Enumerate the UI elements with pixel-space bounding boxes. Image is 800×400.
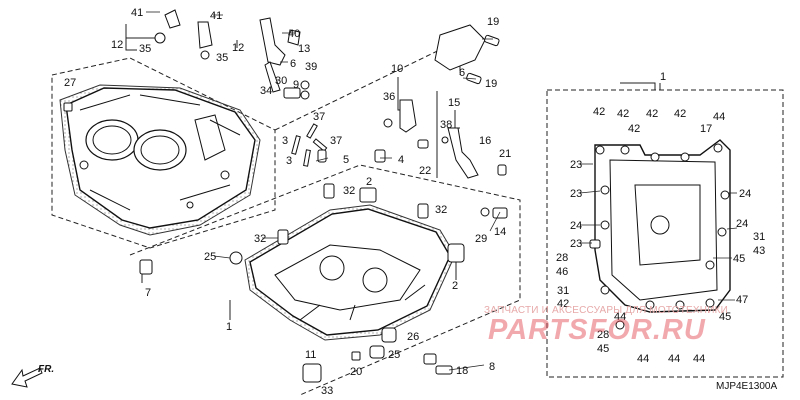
callout-1: 1 xyxy=(226,321,232,333)
leader-lines xyxy=(146,11,738,371)
callout-32: 32 xyxy=(343,185,355,197)
callout-31: 31 xyxy=(557,285,569,297)
callout-41: 41 xyxy=(131,7,143,19)
callout-41: 41 xyxy=(210,10,222,22)
callout-34: 34 xyxy=(260,85,272,97)
callout-18: 18 xyxy=(456,365,468,377)
callout-43: 43 xyxy=(753,245,765,257)
callout-42: 42 xyxy=(557,298,569,310)
direction-label: FR. xyxy=(38,364,54,375)
callout-30: 30 xyxy=(275,75,287,87)
callout-42: 42 xyxy=(617,108,629,120)
callout-35: 35 xyxy=(216,52,228,64)
callout-23: 23 xyxy=(570,159,582,171)
callout-16: 16 xyxy=(479,135,491,147)
callout-10: 10 xyxy=(391,63,403,75)
oil-pan xyxy=(594,139,731,330)
callout-11: 11 xyxy=(305,349,316,361)
callout-47: 47 xyxy=(736,294,748,306)
callout-38: 38 xyxy=(440,119,452,131)
upper-crankcase xyxy=(59,84,261,236)
callout-13: 13 xyxy=(298,43,310,55)
callout-39: 39 xyxy=(305,61,317,73)
callout-35: 35 xyxy=(139,43,151,55)
small-parts xyxy=(63,9,601,383)
callout-37: 37 xyxy=(330,135,342,147)
callout-23: 23 xyxy=(570,238,582,250)
callout-15: 15 xyxy=(448,97,460,109)
top-detail-outline xyxy=(274,39,461,131)
callout-19: 19 xyxy=(487,16,499,28)
callout-3: 3 xyxy=(282,135,288,147)
diagram-code: MJP4E1300A xyxy=(716,381,778,392)
callout-28: 28 xyxy=(556,252,568,264)
callout-44: 44 xyxy=(668,353,680,365)
callout-45: 45 xyxy=(733,253,745,265)
callout-20: 20 xyxy=(350,366,362,378)
lower-crankcase xyxy=(244,204,456,341)
callout-44: 44 xyxy=(614,311,626,323)
callout-14: 14 xyxy=(494,226,506,238)
callout-42: 42 xyxy=(628,123,640,135)
callout-2: 2 xyxy=(366,176,372,188)
callout-8: 8 xyxy=(489,361,495,373)
oil-pan-outline xyxy=(546,89,784,378)
callout-25: 25 xyxy=(388,349,400,361)
callout-31: 31 xyxy=(753,231,765,243)
callout-2: 2 xyxy=(452,280,458,292)
callout-32: 32 xyxy=(435,204,447,216)
watermark-logo: PARTSFOR.RU xyxy=(488,314,706,346)
callout-46: 46 xyxy=(556,266,568,278)
lower-crankcase-outline xyxy=(129,164,521,396)
callout-29: 29 xyxy=(475,233,487,245)
callout-28: 28 xyxy=(597,329,609,341)
front-direction-arrow: FR. xyxy=(11,364,54,388)
callout-3: 3 xyxy=(286,155,292,167)
callout-24: 24 xyxy=(736,218,748,230)
callout-40: 40 xyxy=(288,28,300,40)
callout-36: 36 xyxy=(383,91,395,103)
callout-44: 44 xyxy=(713,111,725,123)
callout-25: 25 xyxy=(204,251,216,263)
callout-7: 7 xyxy=(145,287,151,299)
callout-37: 37 xyxy=(313,111,325,123)
callout-42: 42 xyxy=(646,108,658,120)
callout-17: 17 xyxy=(700,123,712,135)
callout-33: 33 xyxy=(321,385,333,397)
callout-45: 45 xyxy=(719,311,731,323)
callout-24: 24 xyxy=(739,188,751,200)
callout-24: 24 xyxy=(570,220,582,232)
callout-42: 42 xyxy=(674,108,686,120)
upper-crankcase-outline xyxy=(51,57,276,249)
callout-4: 4 xyxy=(398,154,404,166)
callout-44: 44 xyxy=(637,353,649,365)
callout-23: 23 xyxy=(570,188,582,200)
callout-27: 27 xyxy=(64,77,76,89)
callout-5: 5 xyxy=(343,154,349,166)
callout-42: 42 xyxy=(593,106,605,118)
callout-21: 21 xyxy=(499,148,511,160)
callout-22: 22 xyxy=(419,165,431,177)
watermark-caption: ЗАПЧАСТИ И АКСЕССУАРЫ ДЛЯ МОТОТЕХНИКИ xyxy=(484,305,729,316)
callout-32: 32 xyxy=(254,233,266,245)
group-outlines xyxy=(51,39,784,396)
callout-6: 6 xyxy=(459,67,465,79)
callout-12: 12 xyxy=(232,42,244,54)
callout-6: 6 xyxy=(290,58,296,70)
callout-12: 12 xyxy=(111,39,123,51)
callout-9: 9 xyxy=(293,79,299,91)
callout-26: 26 xyxy=(407,331,419,343)
callout-45: 45 xyxy=(597,343,609,355)
callout-44: 44 xyxy=(693,353,705,365)
callout-1: 1 xyxy=(660,71,666,83)
callout-19: 19 xyxy=(485,78,497,90)
